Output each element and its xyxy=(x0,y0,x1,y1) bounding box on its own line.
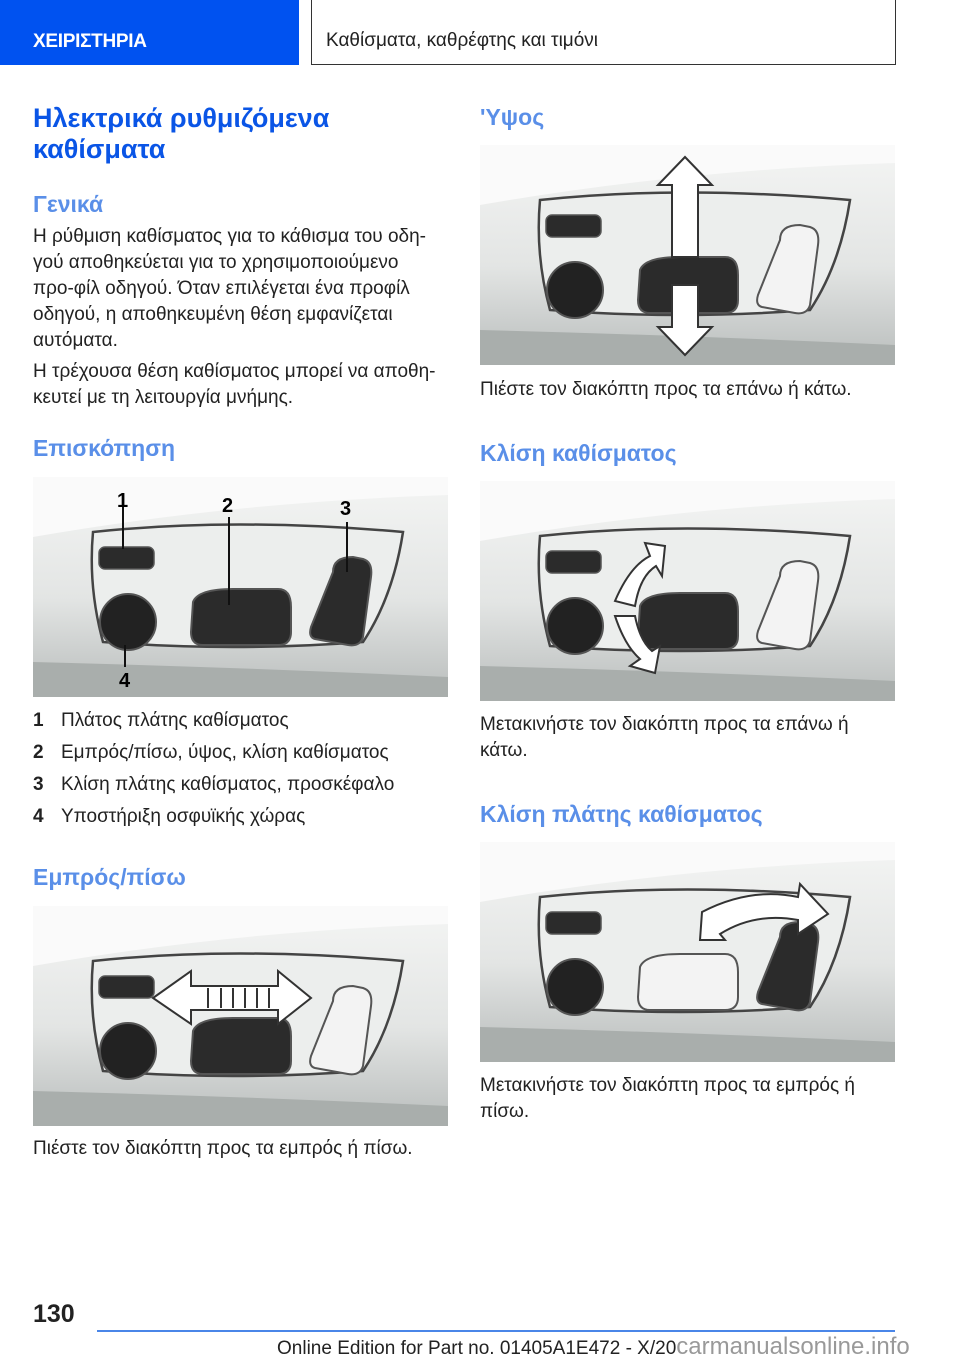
backrest-width-button xyxy=(98,975,155,999)
fore-aft-heading: Εμπρός/πίσω xyxy=(33,864,186,890)
watermark: carmanualsonline.info xyxy=(676,1333,910,1360)
tilt-heading: Κλίση καθίσματος xyxy=(480,440,677,466)
backrest-arrow xyxy=(698,881,830,941)
seat-switch xyxy=(189,1017,292,1075)
backrest-switch xyxy=(756,223,820,315)
lumbar-knob xyxy=(546,958,604,1016)
down-arrow xyxy=(655,284,715,357)
backrest-switch xyxy=(756,920,820,1012)
backrest-width-button xyxy=(545,911,602,935)
lumbar-knob xyxy=(99,593,157,651)
seat-switch xyxy=(189,588,292,646)
backrest-image xyxy=(480,842,895,1062)
backrest-switch xyxy=(309,555,373,647)
backrest-heading: Κλίση πλάτης καθίσματος xyxy=(480,801,763,827)
svg-text:3: 3 xyxy=(340,498,351,520)
backrest-width-button xyxy=(98,546,155,570)
chapter-tab: Καθίσματα, καθρέφτης και τιμόνι xyxy=(311,0,896,65)
lumbar-knob xyxy=(546,261,604,319)
section-tab: ΧΕΙΡΙΣΤΗΡΙΑ xyxy=(0,0,299,65)
left-column: Ηλεκτρικά ρυθμιζόμενα καθίσματα Γενικά Η… xyxy=(33,103,449,1162)
general-heading: Γενικά xyxy=(33,191,104,217)
backrest-text: Μετακινήστε τον διακόπτη προς τα εμπρός … xyxy=(480,1075,855,1122)
tilt-up-arrow xyxy=(613,541,667,608)
seat-switch xyxy=(636,592,739,650)
lumbar-knob xyxy=(546,597,604,655)
general-text-2: Η τρέχουσα θέση καθίσματος μπορεί να απο… xyxy=(33,361,436,408)
svg-text:4: 4 xyxy=(119,670,131,692)
tilt-down-arrow xyxy=(613,615,662,675)
overview-heading: Επισκόπηση xyxy=(33,435,175,461)
tilt-image xyxy=(480,481,895,701)
up-arrow xyxy=(655,155,715,258)
height-text: Πιέστε τον διακόπτη προς τα επάνω ή κάτω… xyxy=(480,379,852,400)
edition-text: Online Edition for Part no. 01405A1E472 … xyxy=(277,1338,677,1359)
backrest-width-button xyxy=(545,550,602,574)
backrest-width-button xyxy=(545,214,602,238)
general-text: Η ρύθμιση καθίσματος για το κάθισμα του … xyxy=(33,226,426,351)
height-heading: 'Υψος xyxy=(480,104,545,130)
page-title: Ηλεκτρικά ρυθμιζόμενα καθίσματα xyxy=(33,103,330,164)
backrest-switch xyxy=(756,559,820,651)
backrest-switch xyxy=(309,984,373,1076)
seat-controls-overview-image: 1 2 3 4 xyxy=(33,477,448,697)
chapter-label: Καθίσματα, καθρέφτης και τιμόνι xyxy=(326,30,599,51)
svg-text:1: 1 xyxy=(117,490,128,512)
right-column: 'Υψος Πιέστε τον διακόπτη προς τα επάνω … xyxy=(480,103,896,1125)
fore-aft-text: Πιέστε τον διακόπτη προς τα εμπρός ή πίσ… xyxy=(33,1138,413,1159)
tilt-text: Μετακινήστε τον διακόπτη προς τα επάνω ή… xyxy=(480,714,849,761)
lumbar-knob xyxy=(99,1022,157,1080)
seat-switch xyxy=(636,953,739,1011)
section-label: ΧΕΙΡΙΣΤΗΡΙΑ xyxy=(33,31,147,52)
fore-aft-image xyxy=(33,906,448,1126)
footer-divider xyxy=(97,1330,895,1332)
height-image xyxy=(480,145,895,365)
page-number: 130 xyxy=(33,1300,75,1328)
footer: Online Edition for Part no. 01405A1E472 … xyxy=(277,1333,910,1361)
svg-text:2: 2 xyxy=(222,495,233,517)
